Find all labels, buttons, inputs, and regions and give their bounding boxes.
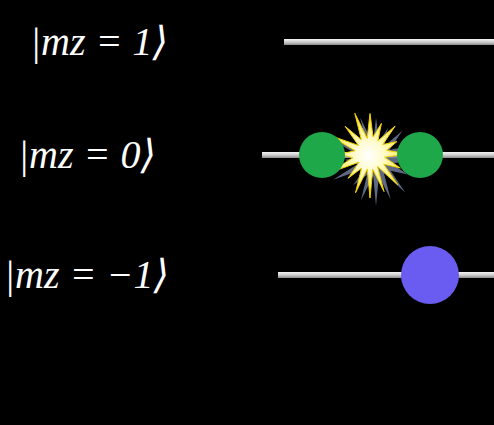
state-label: |mz = 0⟩ — [18, 135, 156, 175]
atom-circle — [397, 132, 443, 178]
state-label: |mz = 1⟩ — [30, 22, 168, 62]
state-label: |mz = −1⟩ — [4, 255, 169, 295]
atom-circle — [401, 246, 459, 304]
energy-level-line — [278, 272, 494, 278]
energy-level-line — [284, 39, 494, 45]
atom-circle — [299, 132, 345, 178]
